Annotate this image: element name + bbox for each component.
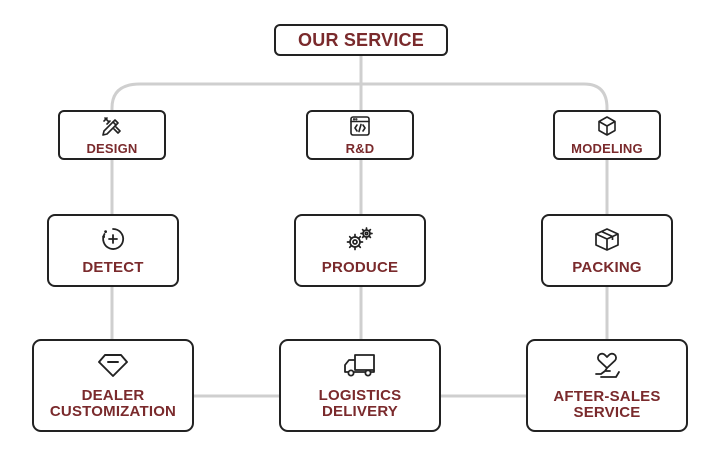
aftersales-line2: SERVICE bbox=[573, 403, 641, 421]
aftersales-line1: AFTER-SALES bbox=[553, 387, 661, 405]
design-tools-icon bbox=[102, 117, 121, 136]
detect-label: DETECT bbox=[82, 258, 144, 276]
modeling-label: MODELING bbox=[571, 141, 643, 156]
design-label: DESIGN bbox=[86, 141, 138, 156]
after-sales-service-label: AFTER-SALES SERVICE bbox=[553, 387, 661, 421]
diamond-icon bbox=[98, 353, 128, 377]
heart-hand-icon bbox=[595, 352, 620, 378]
logistics-line1: LOGISTICS bbox=[318, 386, 402, 404]
detect-node: DETECT bbox=[47, 214, 179, 287]
dealer-line1: DEALER bbox=[81, 386, 145, 404]
rd-node: R&D bbox=[306, 110, 414, 160]
package-box-icon bbox=[595, 227, 619, 251]
logistics-delivery-label: LOGISTICS DELIVERY bbox=[318, 386, 402, 420]
dealer-customization-node: DEALER CUSTOMIZATION bbox=[32, 339, 194, 432]
produce-label: PRODUCE bbox=[321, 258, 399, 276]
logistics-delivery-node: LOGISTICS DELIVERY bbox=[279, 339, 441, 432]
dealer-customization-label: DEALER CUSTOMIZATION bbox=[49, 386, 177, 420]
dealer-line2: CUSTOMIZATION bbox=[49, 402, 177, 420]
gears-icon bbox=[346, 226, 373, 250]
packing-label: PACKING bbox=[572, 258, 642, 276]
modeling-node: MODELING bbox=[553, 110, 661, 160]
title-node: OUR SERVICE bbox=[274, 24, 448, 56]
rd-label: R&D bbox=[345, 141, 375, 156]
produce-node: PRODUCE bbox=[294, 214, 426, 287]
detect-icon bbox=[102, 227, 125, 250]
title-label: OUR SERVICE bbox=[298, 29, 424, 50]
cube-icon bbox=[598, 116, 616, 136]
design-node: DESIGN bbox=[58, 110, 166, 160]
logistics-line2: DELIVERY bbox=[321, 402, 399, 420]
after-sales-service-node: AFTER-SALES SERVICE bbox=[526, 339, 688, 432]
packing-node: PACKING bbox=[541, 214, 673, 287]
code-window-icon bbox=[350, 116, 370, 136]
truck-icon bbox=[344, 353, 375, 376]
